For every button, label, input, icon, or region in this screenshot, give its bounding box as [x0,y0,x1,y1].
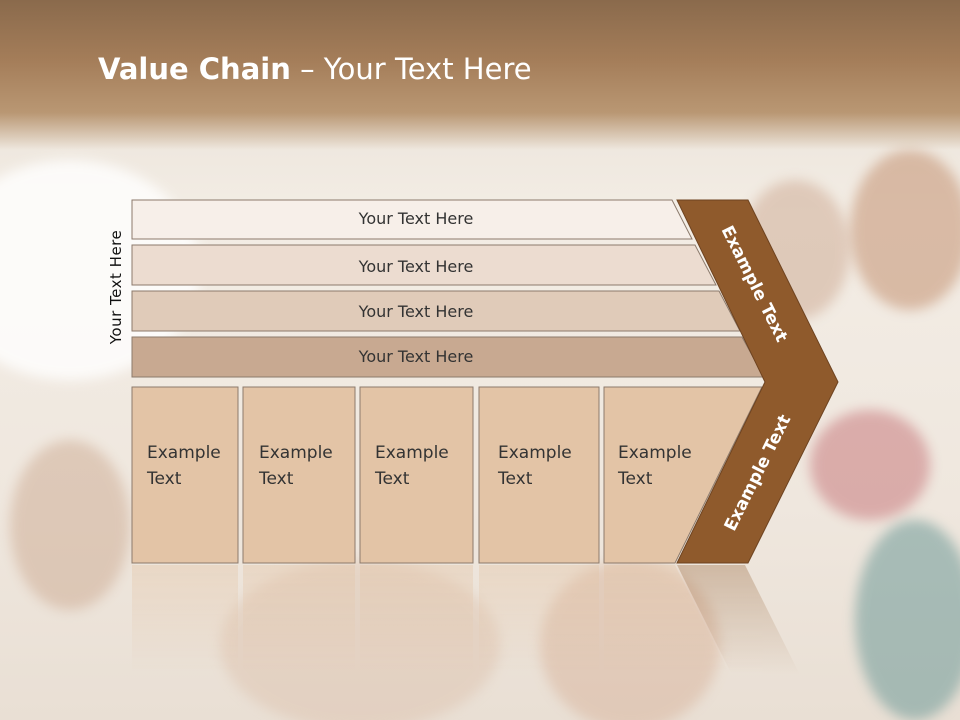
background-person-shape [850,150,960,310]
support-bar-label: Your Text Here [358,209,474,228]
title-bold: Value Chain [98,52,291,86]
label-line2: Text [147,469,182,489]
activity-box[interactable] [131,386,239,564]
background-cap-shape [810,410,930,520]
background-person-shape [10,440,130,610]
label-line1: Example [147,443,221,463]
label-line2: Text [375,469,410,489]
activity-box[interactable] [359,386,474,564]
support-bar-label: Your Text Here [358,347,474,366]
activity-box-last[interactable] [603,386,763,564]
activity-box[interactable] [478,386,600,564]
support-bar-label: Your Text Here [358,257,474,276]
support-bar-label: Your Text Here [358,302,474,321]
background-person-shape [855,520,960,720]
support-bar[interactable] [131,244,717,286]
title-rest: – Your Text Here [290,52,532,86]
label-line2: Text [618,469,653,489]
activity-box[interactable] [242,386,356,564]
value-chain-arrow[interactable] [676,199,839,564]
label-line1: Example [375,443,449,463]
diagram-reflection [132,565,800,675]
label-line1: Example [259,443,333,463]
label-line1: Example [618,443,692,463]
label-line2: Text [498,469,533,489]
header-band [0,0,960,150]
label-line1: Example [498,443,572,463]
slide-title: Value Chain – Your Text Here [98,52,532,86]
label-line2: Text [259,469,294,489]
support-bar[interactable] [131,199,693,240]
